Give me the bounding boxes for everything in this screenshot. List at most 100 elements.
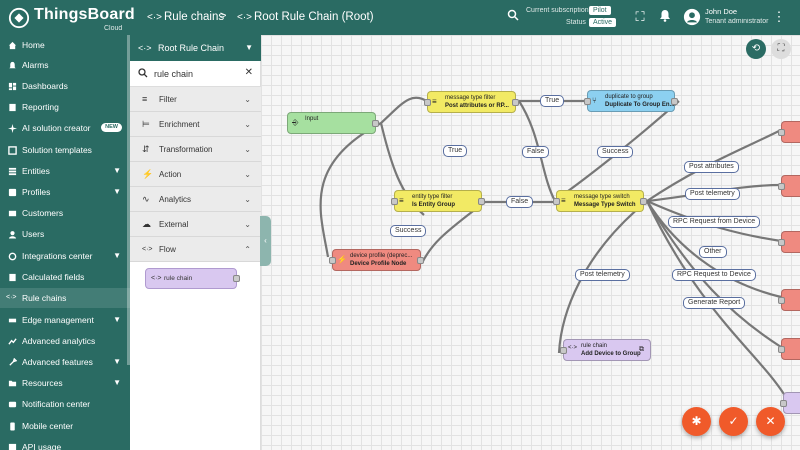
node-offscreen-4[interactable] — [778, 289, 800, 311]
search-input[interactable]: rule chain — [154, 69, 194, 79]
node-port[interactable] — [778, 346, 785, 353]
library-search[interactable]: rule chain ✕ — [130, 61, 261, 87]
node-duplicate-to-group[interactable]: ⑂ duplicate to group Duplicate To Group … — [584, 90, 678, 112]
node-port[interactable] — [780, 400, 787, 407]
fullscreen-icon[interactable]: ⛶ — [635, 9, 645, 24]
fullscreen-icon[interactable]: ⛶ — [771, 39, 791, 59]
node-port[interactable] — [671, 98, 678, 105]
node-offscreen-3[interactable] — [778, 231, 800, 253]
node-port[interactable] — [778, 183, 785, 190]
category-action[interactable]: ⚡Action⌄ — [130, 162, 261, 187]
node-port[interactable] — [778, 297, 785, 304]
collapse-library-tab[interactable]: ‹ — [260, 216, 271, 266]
node-entity-type-filter[interactable]: ≡ entity type filter Is Entity Group — [391, 190, 485, 212]
edge-label-post-telemetry[interactable]: Post telemetry — [685, 188, 740, 200]
library-node-rule-chain[interactable]: <·> rule chain — [145, 268, 240, 289]
category-transformation[interactable]: ⇵Transformation⌄ — [130, 137, 261, 162]
notifications-icon[interactable] — [657, 9, 673, 25]
sidebar-item-customers[interactable]: Customers — [0, 203, 130, 223]
breadcrumb-rule-chains[interactable]: <·>Rule chains — [147, 11, 225, 23]
close-icon[interactable]: ✕ — [244, 67, 253, 78]
node-port[interactable] — [478, 198, 485, 205]
bug-icon: ✱ — [691, 414, 702, 428]
node-port[interactable] — [778, 239, 785, 246]
node-input[interactable]: ⎆ Input — [287, 112, 379, 134]
category-filter[interactable]: ≡Filter⌄ — [130, 87, 261, 112]
logo[interactable]: ThingsBoard Cloud — [8, 5, 135, 32]
sidebar-item-users[interactable]: Users — [0, 224, 130, 244]
edge-label-rpc-from-device[interactable]: RPC Request from Device — [668, 216, 761, 228]
node-device-profile[interactable]: ⚡ device profile (deprec... Device Profi… — [329, 249, 424, 271]
node-port[interactable] — [372, 120, 379, 127]
edge-label-post-telemetry[interactable]: Post telemetry — [575, 269, 630, 281]
node-offscreen-2[interactable] — [778, 175, 800, 197]
sidebar-scrollbar[interactable] — [127, 35, 130, 365]
sidebar-item-rule-chains[interactable]: <·>Rule chains — [0, 288, 130, 308]
debug-button[interactable]: ✱ — [682, 407, 711, 436]
sidebar-item-edge-management[interactable]: Edge management▼ — [0, 310, 130, 330]
node-message-type-switch[interactable]: ≡ message type switch Message Type Switc… — [553, 190, 647, 212]
customers-icon — [8, 210, 17, 217]
edge-input-msg-filter — [380, 96, 429, 124]
edge-label-true[interactable]: True — [443, 145, 468, 157]
node-offscreen-5[interactable] — [778, 338, 800, 360]
node-port[interactable] — [417, 257, 424, 264]
sidebar-item-advanced-features[interactable]: Advanced features▼ — [0, 352, 130, 372]
edge-label-success[interactable]: Success — [597, 146, 634, 158]
logo-name: ThingsBoard — [34, 6, 135, 23]
node-port[interactable] — [553, 198, 560, 205]
sidebar-item-calculated-fields[interactable]: Calculated fields — [0, 267, 130, 287]
edge-label-other[interactable]: Other — [699, 246, 727, 258]
sidebar-item-entities[interactable]: Entities▼ — [0, 161, 130, 181]
sidebar-item-integrations-center[interactable]: Integrations center▼ — [0, 246, 130, 266]
sidebar-item-notification-center[interactable]: Notification center — [0, 394, 130, 414]
node-port[interactable] — [391, 198, 398, 205]
edge-label-generate-report[interactable]: Generate Report — [683, 297, 746, 309]
node-port[interactable] — [424, 99, 431, 106]
node-port[interactable] — [560, 347, 567, 354]
node-port[interactable] — [233, 275, 240, 282]
sidebar-item-reporting[interactable]: Reporting — [0, 97, 130, 117]
category-external[interactable]: ☁External⌄ — [130, 212, 261, 237]
discard-changes-button[interactable]: ✕ — [756, 407, 785, 436]
sidebar-item-home[interactable]: Home — [0, 35, 130, 55]
node-message-type-filter[interactable]: ≡ message type filter Post attributes or… — [424, 91, 519, 113]
sidebar-item-alarms[interactable]: Alarms — [0, 55, 130, 75]
users-icon — [8, 231, 17, 239]
node-offscreen-6[interactable] — [780, 392, 800, 414]
library-header[interactable]: <·> Root Rule Chain ▼ — [130, 35, 261, 61]
node-port[interactable] — [329, 257, 336, 264]
node-port[interactable] — [584, 98, 591, 105]
avatar[interactable] — [683, 8, 701, 26]
sidebar-item-resources[interactable]: Resources▼ — [0, 373, 130, 393]
category-enrichment[interactable]: ⊨Enrichment⌄ — [130, 112, 261, 137]
edge-label-true[interactable]: True — [540, 95, 565, 107]
search-icon[interactable] — [505, 9, 521, 25]
edge-label-post-attributes[interactable]: Post attributes — [684, 161, 739, 173]
category-flow[interactable]: <·>Flow⌃ — [130, 237, 261, 262]
edge-label-rpc-to-device[interactable]: RPC Request to Device — [672, 269, 756, 281]
node-port[interactable] — [778, 129, 785, 136]
edge-label-false[interactable]: False — [506, 196, 534, 208]
node-rule-chain-add-device[interactable]: <·> rule chain Add Device to Group ⧉ — [560, 339, 651, 361]
open-in-new-icon[interactable]: ⧉ — [639, 346, 644, 353]
sidebar-item-solution-templates[interactable]: Solution templates — [0, 140, 130, 160]
edge-label-false[interactable]: False — [522, 146, 550, 158]
notification-icon — [8, 401, 17, 408]
category-analytics[interactable]: ∿Analytics⌄ — [130, 187, 261, 212]
rule-chain-canvas[interactable]: ⎆ Input ≡ message type filter Post attri… — [261, 35, 800, 450]
node-port[interactable] — [640, 198, 647, 205]
more-vert-icon[interactable]: ⋮ — [772, 9, 786, 24]
sidebar-item-advanced-analytics[interactable]: Advanced analytics — [0, 331, 130, 351]
sidebar-item-dashboards[interactable]: Dashboards — [0, 76, 130, 96]
sidebar-item-api-usage[interactable]: API usage — [0, 437, 130, 450]
version-history-icon[interactable]: ⟲ — [746, 39, 766, 59]
sidebar-item-mobile-center[interactable]: Mobile center — [0, 416, 130, 436]
wrench-icon — [9, 358, 17, 366]
node-port[interactable] — [512, 99, 519, 106]
node-offscreen-1[interactable] — [778, 121, 800, 143]
apply-changes-button[interactable]: ✓ — [719, 407, 748, 436]
sidebar-item-profiles[interactable]: Profiles▼ — [0, 182, 130, 202]
edge-label-success[interactable]: Success — [390, 225, 427, 237]
